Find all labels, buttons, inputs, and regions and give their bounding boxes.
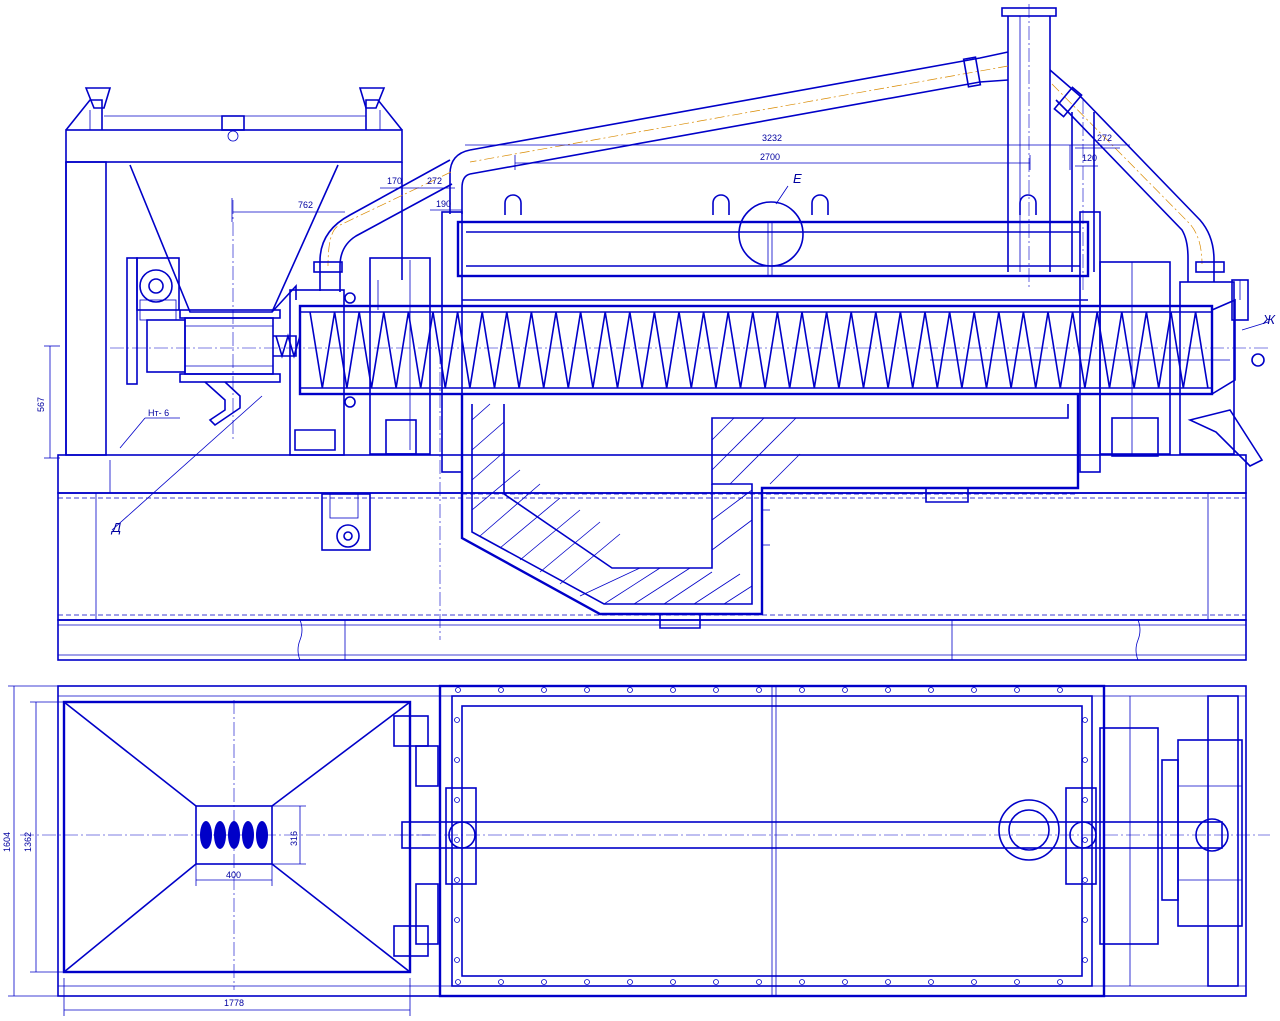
plan-view (8, 684, 1270, 1016)
bolt (454, 917, 460, 923)
bolt (842, 979, 848, 985)
bolt (541, 979, 547, 985)
hatch-area (471, 403, 801, 605)
view-label-d: Д (110, 520, 121, 535)
dim-170: 170 (387, 176, 402, 186)
hopper-plan (20, 700, 430, 990)
base-frame (57, 454, 1247, 661)
bolt (455, 979, 461, 985)
bolt (756, 979, 762, 985)
bolt (454, 757, 460, 763)
dim-272-left: 272 (427, 176, 442, 186)
bolt (454, 797, 460, 803)
dim-190: 190 (436, 199, 451, 209)
dim-3232: 3232 (762, 133, 782, 143)
bolt (713, 979, 719, 985)
bolt (454, 957, 460, 963)
dim-1604: 1604 (2, 832, 12, 852)
bolt (498, 687, 504, 693)
bolt (455, 687, 461, 693)
dim-120: 120 (1082, 153, 1097, 163)
bolt (1057, 979, 1063, 985)
view-label-e: Е (793, 171, 802, 186)
bolt (799, 687, 805, 693)
bolt (1082, 877, 1088, 883)
drive-plan (1099, 695, 1243, 987)
bolt (1014, 979, 1020, 985)
bolt (670, 687, 676, 693)
piping (313, 4, 1225, 292)
bolt (1082, 797, 1088, 803)
bolt (670, 979, 676, 985)
elevation-view (44, 4, 1270, 661)
tank-plan (393, 684, 1270, 998)
dim-272-right: 272 (1097, 133, 1112, 143)
dim-2700: 2700 (760, 152, 780, 162)
bolt (1082, 837, 1088, 843)
dim-1778: 1778 (224, 998, 244, 1008)
bolt (1057, 687, 1063, 693)
bolt (541, 687, 547, 693)
bolt (454, 877, 460, 883)
hopper-frame (65, 87, 403, 456)
collector-hopper (439, 350, 1080, 640)
bolt (928, 687, 934, 693)
view-label-zh: Ж (1262, 312, 1276, 327)
bolt (1082, 717, 1088, 723)
bolt (1082, 917, 1088, 923)
dim-1362: 1362 (23, 832, 33, 852)
bolt (1082, 957, 1088, 963)
bolt (713, 687, 719, 693)
dim-762: 762 (298, 200, 313, 210)
bolt (928, 979, 934, 985)
left-support (289, 257, 431, 551)
bolt (584, 687, 590, 693)
bolt (971, 687, 977, 693)
bolt (1014, 687, 1020, 693)
bolt (627, 979, 633, 985)
bolt (584, 979, 590, 985)
bolt (454, 717, 460, 723)
feeder-motor (126, 257, 301, 427)
dim-567: 567 (36, 397, 46, 412)
bolt (799, 979, 805, 985)
bolt (885, 979, 891, 985)
dim-400: 400 (226, 870, 241, 880)
bolt (885, 687, 891, 693)
bolt (498, 979, 504, 985)
bolt (971, 979, 977, 985)
right-support (1099, 261, 1264, 467)
plan-dimensions (8, 685, 411, 1016)
bolt (756, 687, 762, 693)
bolt (627, 687, 633, 693)
annotations: 3232 2700 272 272 170 190 120 762 567 16… (2, 133, 1276, 1008)
elevation-dimensions (44, 144, 1269, 531)
bolt-row (454, 687, 1088, 985)
bolt (842, 687, 848, 693)
upper-tank (441, 194, 1101, 473)
weld-note: Нт- 6 (148, 408, 169, 418)
bolt (1082, 757, 1088, 763)
bolt (454, 837, 460, 843)
dim-316: 316 (289, 831, 299, 846)
